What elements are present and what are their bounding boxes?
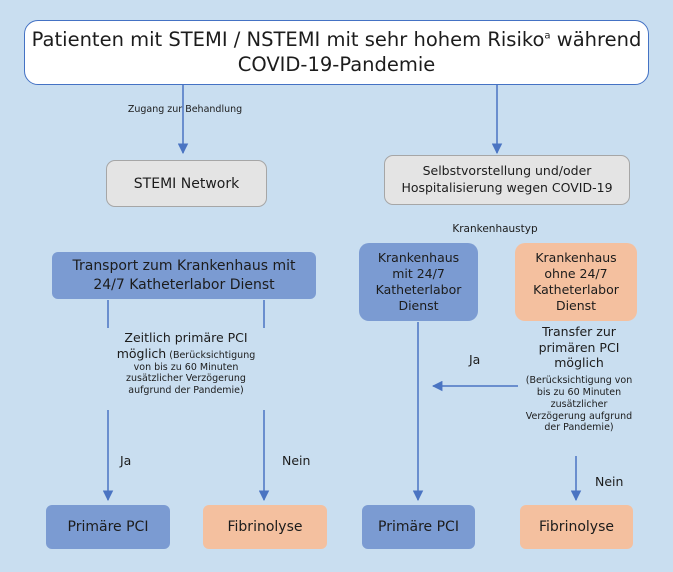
label-nein-left: Nein (282, 453, 311, 468)
selbstvorstellung-box: Selbstvorstellung und/oder Hospitalisier… (384, 155, 630, 205)
primaere-pci-left-box: Primäre PCI (46, 505, 170, 549)
transport-box: Transport zum Krankenhaus mit 24/7 Kathe… (52, 252, 316, 299)
title-line-1: Patienten mit STEMI / NSTEMI mit sehr ho… (31, 28, 642, 52)
label-ja-left: Ja (120, 453, 132, 468)
fibrinolyse-right-box: Fibrinolyse (520, 505, 633, 549)
krankenhaus-ohne-24-7-box: Krankenhaus ohne 24/7 Katheterlabor Dien… (515, 243, 637, 321)
decision-right: Transfer zur primären PCI möglich (Berüc… (525, 324, 633, 434)
footnote-marker: a (544, 30, 551, 42)
krankenhaus-24-7-box: Krankenhaus mit 24/7 Katheterlabor Diens… (359, 243, 478, 321)
label-nein-right: Nein (595, 474, 624, 489)
label-ja-right: Ja (469, 352, 481, 367)
title-line-2: COVID-19-Pandemie (237, 52, 436, 76)
primaere-pci-right-box: Primäre PCI (362, 505, 475, 549)
label-zugang: Zugang zur Behandlung (127, 104, 243, 115)
fibrinolyse-left-box: Fibrinolyse (203, 505, 327, 549)
label-krankenhaustyp: Krankenhaustyp (452, 223, 538, 235)
decision-left: Zeitlich primäre PCI möglich (Berücksich… (116, 330, 256, 397)
title-box: Patienten mit STEMI / NSTEMI mit sehr ho… (24, 20, 649, 85)
stemi-network-box: STEMI Network (106, 160, 267, 207)
